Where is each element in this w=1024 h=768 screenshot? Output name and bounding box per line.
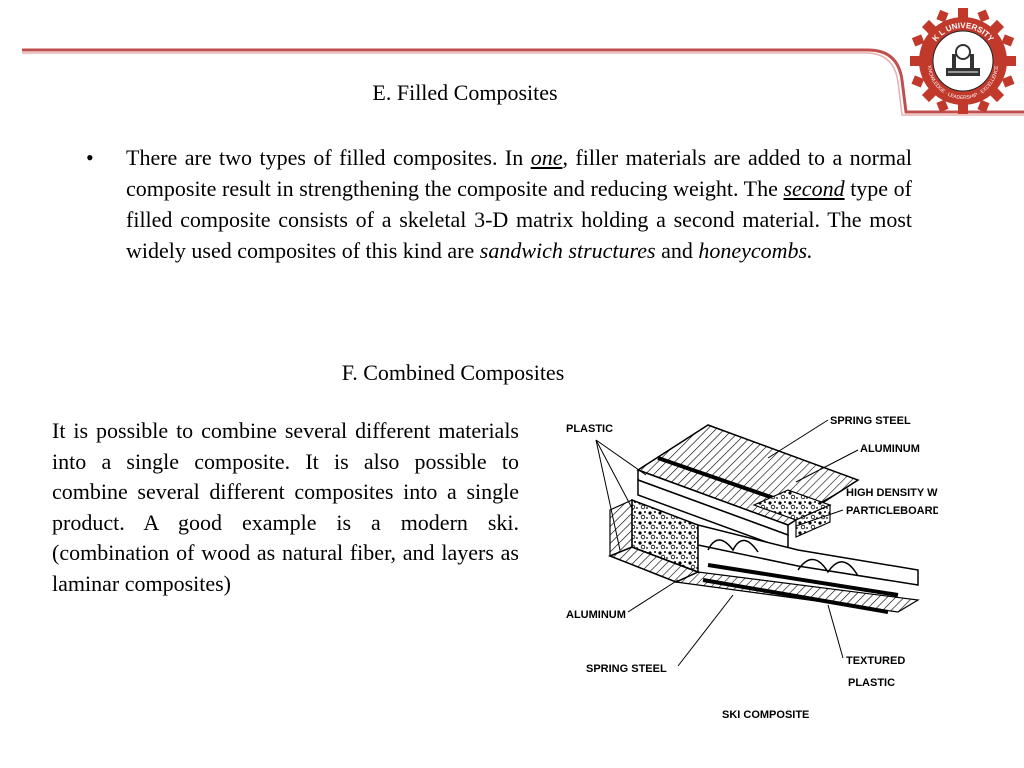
label-textured: TEXTURED [846, 655, 905, 667]
section-f-title: F. Combined Composites [341, 360, 565, 385]
para-text-4: and [655, 238, 699, 263]
label-aluminum-top: ALUMINUM [860, 443, 920, 455]
para-text-3: type of filled composite consists of a s… [126, 176, 912, 263]
label-aluminum-bottom: ALUMINUM [566, 609, 626, 621]
label-spring-steel-top: SPRING STEEL [830, 415, 911, 427]
label-spring-steel-bottom: SPRING STEEL [586, 663, 667, 675]
label-high-density-wood: HIGH DENSITY WOOD [846, 487, 938, 499]
figure-caption: SKI COMPOSITE [722, 709, 809, 721]
section-f-paragraph: It is possible to combine several differ… [52, 418, 519, 596]
emphasis-second: second [783, 176, 845, 201]
section-e-paragraph: There are two types of filled composites… [126, 142, 912, 266]
para-text-2: , filler materials are added to a normal… [126, 145, 912, 201]
label-particleboard: PARTICLEBOARD [846, 505, 938, 517]
label-plastic: PLASTIC [566, 423, 613, 435]
para-text-1: There are two types of filled composites… [126, 145, 531, 170]
ski-composite-figure: PLASTIC SPRING STEEL ALUMINUM HIGH DENSI… [566, 415, 938, 721]
emphasis-honeycombs: honeycombs. [698, 238, 813, 263]
section-e-title: E. Filled Composites [372, 80, 558, 105]
header-accent-line [22, 48, 1024, 116]
university-logo: K L UNIVERSITY KNOWLEDGE · LEADERSHIP · … [910, 8, 1016, 114]
emphasis-one: one [530, 145, 563, 170]
bullet-icon: • [86, 145, 94, 170]
label-plastic-bottom: PLASTIC [848, 677, 895, 689]
emphasis-sandwich: sandwich structures [479, 238, 656, 263]
